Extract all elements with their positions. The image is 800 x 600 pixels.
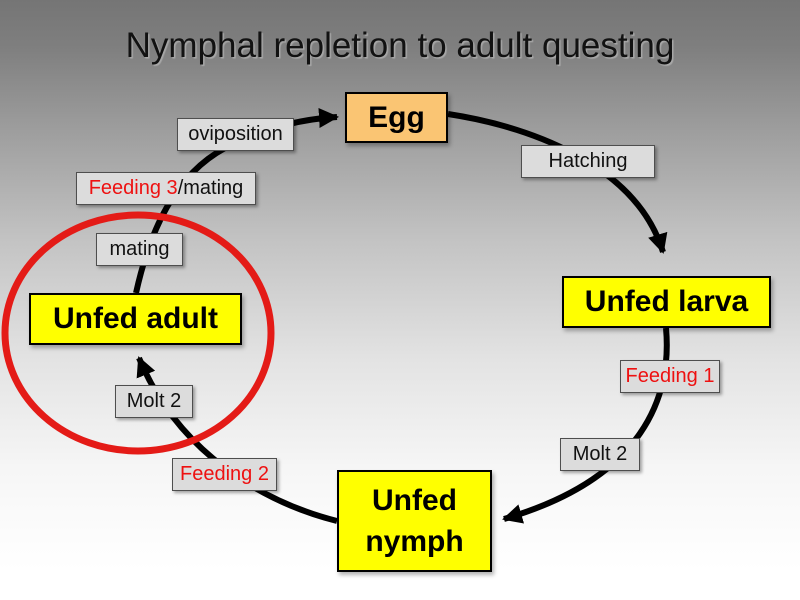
- label-feeding2: Feeding 2: [172, 458, 277, 491]
- feeding3-text: Feeding 3: [88, 177, 178, 199]
- label-oviposition: oviposition: [177, 118, 294, 151]
- feeding2-text: Feeding 2: [180, 463, 269, 485]
- label-mating: mating: [96, 233, 183, 266]
- stage-unfed-nymph-label: Unfed nymph: [365, 483, 464, 558]
- label-feeding1: Feeding 1: [620, 360, 720, 393]
- mating-text: mating: [109, 238, 170, 260]
- arrow-nymph-to-adult: [136, 356, 338, 524]
- stage-egg-label: Egg: [368, 100, 425, 134]
- arrow-egg-to-larva: [447, 111, 668, 254]
- label-feeding3-mating: Feeding 3/mating: [76, 172, 256, 205]
- stage-unfed-adult: Unfed adult: [29, 293, 242, 345]
- stage-unfed-larva: Unfed larva: [562, 276, 771, 328]
- arrow-larva-to-nymph: [502, 327, 670, 524]
- feeding3-suffix-text: /mating: [177, 177, 244, 199]
- stage-unfed-larva-label: Unfed larva: [584, 285, 749, 319]
- molt2-left-text: Molt 2: [126, 390, 182, 412]
- feeding1-text: Feeding 1: [625, 365, 715, 387]
- label-hatching: Hatching: [521, 145, 655, 178]
- molt2-right-text: Molt 2: [572, 443, 628, 465]
- stage-egg: Egg: [345, 92, 448, 143]
- oviposition-text: oviposition: [188, 123, 283, 145]
- label-molt2-left: Molt 2: [115, 385, 193, 418]
- stage-unfed-nymph: Unfed nymph: [337, 470, 492, 572]
- stage-unfed-adult-label: Unfed adult: [53, 302, 218, 336]
- slide-title: Nymphal repletion to adult questing: [125, 26, 675, 65]
- hatching-text: Hatching: [548, 150, 628, 172]
- label-molt2-right: Molt 2: [560, 438, 640, 471]
